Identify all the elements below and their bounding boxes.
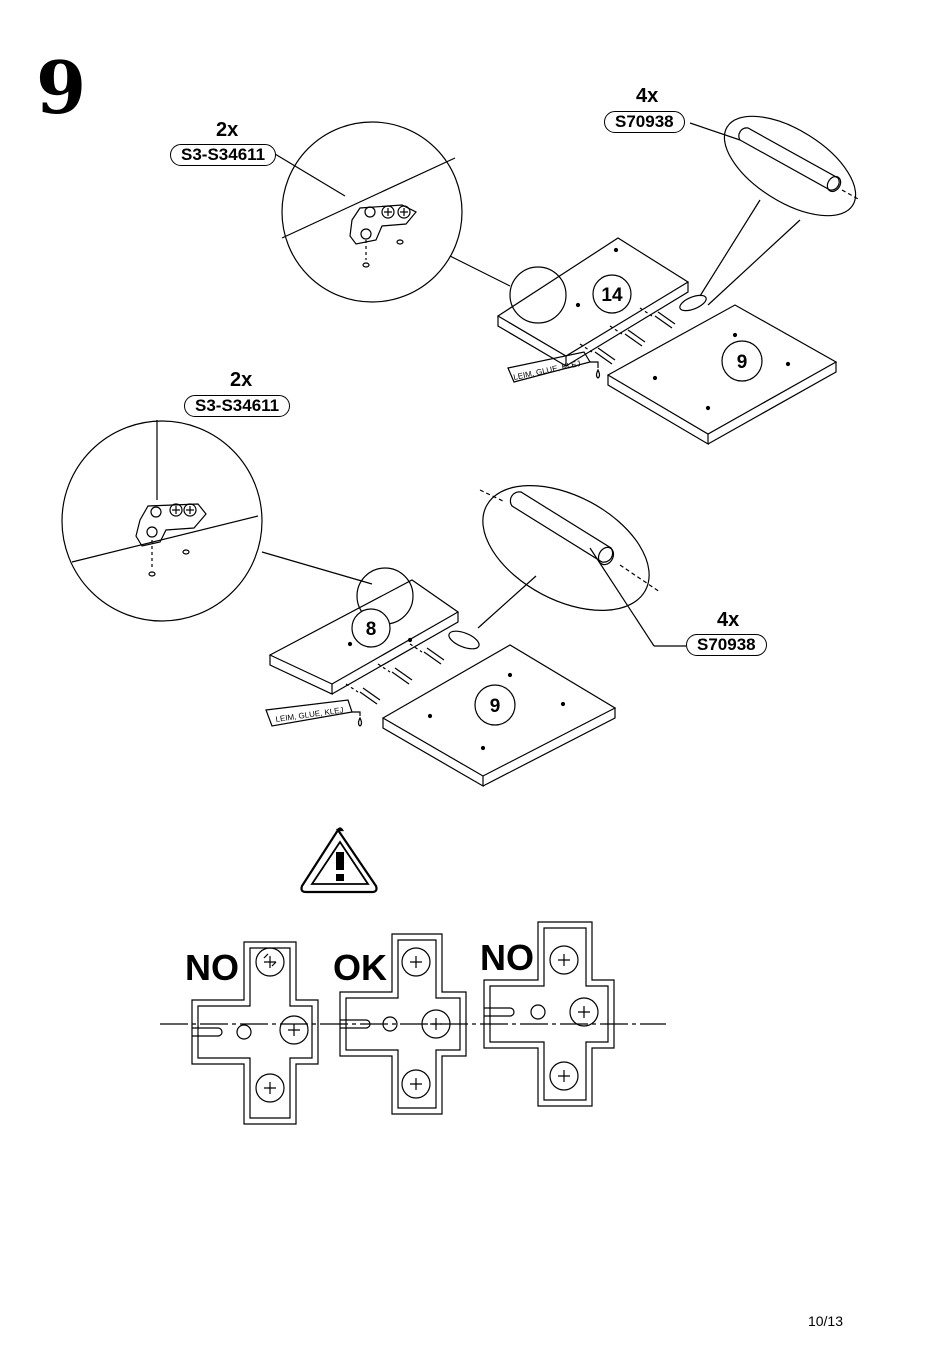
- example-1-verdict: NO: [185, 947, 239, 988]
- top-dowel-quantity: 4x: [636, 85, 659, 107]
- page-number: 10/13: [807, 1313, 843, 1329]
- top-panel-lower-number: 9: [737, 352, 748, 373]
- top-glue-tube-icon: [507, 351, 601, 383]
- top-hinge-part-code: S3-S34611: [170, 144, 277, 166]
- bottom-panel-upper-number: 8: [366, 619, 377, 640]
- hinge-plate-example-3: [483, 921, 615, 1107]
- top-panel-upper-badge: [592, 274, 632, 314]
- bottom-hinge-zoom: [61, 420, 373, 622]
- bottom-glue-tube-icon: [265, 699, 363, 727]
- hinge-plate-example-2: [339, 933, 467, 1115]
- bottom-panel-lower-number: 9: [490, 696, 501, 717]
- bottom-panel-lower-badge: [474, 684, 516, 726]
- example-2-verdict: OK: [333, 947, 387, 988]
- bottom-panel-upper: [268, 567, 460, 695]
- top-glue-label: LEIM, GLUE, KLEJ: [513, 359, 582, 382]
- bottom-dowel-quantity: 4x: [717, 609, 740, 631]
- top-dowel-part-code: S70938: [604, 111, 685, 133]
- bottom-dowel-part-code: S70938: [686, 634, 767, 656]
- bottom-hinge-quantity: 2x: [230, 369, 253, 391]
- bottom-dowels: [345, 630, 480, 705]
- top-hinge-quantity: 2x: [216, 119, 239, 141]
- bottom-assembly: [61, 420, 686, 788]
- top-dowel-zoom: [689, 115, 861, 306]
- top-panel-lower: [606, 304, 838, 446]
- top-assembly: [274, 115, 861, 446]
- bottom-dowel-zoom: [477, 485, 686, 647]
- top-panel-lower-badge: [721, 340, 763, 382]
- top-panel-upper-number: 14: [601, 285, 623, 306]
- bottom-glue-label: LEIM, GLUE, KLEJ: [275, 706, 344, 724]
- bottom-hinge-part-code: S3-S34611: [184, 395, 291, 417]
- hinge-plate-example-1: [191, 941, 319, 1125]
- example-3-verdict: NO: [480, 937, 534, 978]
- top-hinge-zoom: [274, 121, 511, 303]
- warning-triangle-icon: [300, 827, 378, 894]
- step-number: 9: [36, 45, 87, 130]
- bottom-panel-lower: [381, 644, 617, 788]
- top-dowels: [579, 294, 707, 365]
- top-panel-upper: [496, 237, 690, 368]
- bottom-panel-upper-badge: [351, 608, 391, 648]
